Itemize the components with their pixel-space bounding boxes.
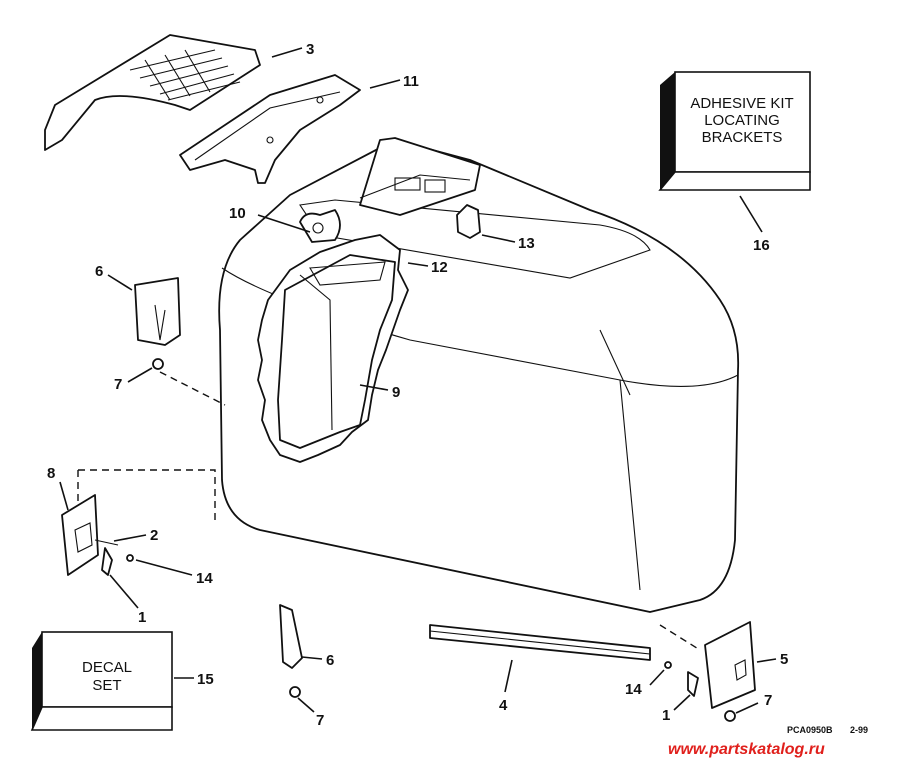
callout-15: 15 — [197, 671, 214, 688]
callout-12: 12 — [431, 259, 448, 276]
callout-14-left: 14 — [196, 570, 213, 587]
callout-13: 13 — [518, 235, 535, 252]
part-14-screw-left — [126, 554, 134, 562]
part-6-bracket-upper — [134, 277, 181, 346]
decal-line-1: DECAL — [82, 659, 132, 676]
part-8-bracket-left — [61, 494, 119, 576]
part-7-screw-lower-right — [724, 710, 736, 722]
callout-6-lower: 6 — [326, 652, 334, 669]
callout-14-right: 14 — [625, 681, 642, 698]
callout-numbers: 3 11 16 10 13 12 9 6 7 8 2 14 1 6 7 15 4… — [47, 41, 788, 729]
callout-1-left: 1 — [138, 609, 146, 626]
part-5-plate-right — [687, 621, 756, 709]
callout-2: 2 — [150, 527, 158, 544]
adhesive-line-1: ADHESIVE KIT — [690, 95, 793, 112]
part-11-insert — [179, 74, 361, 184]
callout-7-lower-right: 7 — [764, 692, 772, 709]
date-code: 2-99 — [850, 725, 868, 735]
callout-11: 11 — [403, 73, 419, 90]
callout-1-right: 1 — [662, 707, 670, 724]
callout-6-upper: 6 — [95, 263, 103, 280]
part-7-screw-lower-left — [289, 686, 301, 698]
adhesive-line-3: BRACKETS — [702, 129, 783, 146]
part-14-screw-right — [664, 661, 672, 669]
callout-8: 8 — [47, 465, 55, 482]
part-3-grille — [44, 34, 261, 151]
callout-3: 3 — [306, 41, 314, 58]
decal-set-box: DECAL SET — [30, 631, 173, 731]
part-4-rail — [429, 624, 651, 661]
watermark: www.partskatalog.ru — [668, 741, 825, 758]
adhesive-kit-box: ADHESIVE KIT LOCATING BRACKETS — [658, 71, 811, 191]
drawing-code: PCA0950B — [787, 725, 833, 735]
engine-cowl — [218, 137, 740, 613]
part-7-screw-upper — [152, 358, 164, 370]
callout-5: 5 — [780, 651, 788, 668]
callout-4: 4 — [499, 697, 508, 714]
callout-7-lower-left: 7 — [316, 712, 324, 729]
callout-9: 9 — [392, 384, 400, 401]
leader-lines — [59, 47, 777, 714]
decal-line-2: SET — [92, 677, 121, 694]
callout-7-upper: 7 — [114, 376, 122, 393]
callout-10: 10 — [229, 205, 246, 222]
part-6-bracket-lower — [279, 604, 303, 669]
callout-16: 16 — [753, 237, 770, 254]
adhesive-line-2: LOCATING — [704, 112, 780, 129]
alignment-dashes — [77, 371, 701, 651]
